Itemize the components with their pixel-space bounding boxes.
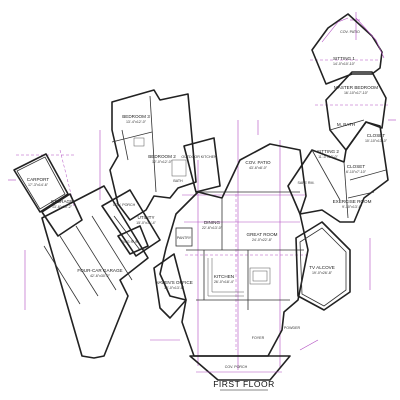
room-size-carport: 17'-3"x14'-6" [28, 183, 49, 187]
room-label-closet2: CLOSET [347, 164, 366, 169]
room-label-utility: UTILITY [137, 215, 154, 220]
dimension-lines [8, 12, 396, 370]
room-size-office: 10'-0"x13'-6" [164, 286, 185, 290]
room-label-office: HAVEN'S OFFICE [155, 280, 193, 285]
room-size-closet: 10'-10"x13'-0" [365, 139, 388, 143]
room-size-greatroom: 24'-0"x22'-8" [252, 238, 273, 242]
room-size-bedroom3: 13'-4"x12'-0" [126, 120, 147, 124]
room-size-bedroom2: 12'-0"x12'-0" [152, 160, 173, 164]
left-wing-walls [13, 153, 149, 359]
room-label-exercise: EXERCISE ROOM [333, 199, 372, 204]
room-label-foyer: FOYER [252, 336, 265, 340]
room-size-tvalcove: 19'-0"x26'-8" [312, 271, 333, 275]
room-label-dogrun: DOG RUN [122, 240, 139, 244]
room-size-sitting1: 14'-0"x10'-10" [333, 62, 356, 66]
room-label-sitting1: SITTING 1 [333, 56, 355, 61]
room-label-dining: DINING [204, 220, 221, 225]
room-label-saferm: SAFE RM. [298, 181, 315, 185]
room-label-closet: CLOSET [367, 133, 386, 138]
bedroom-wing-walls [109, 89, 221, 221]
room-label-bedroom3: BEDROOM 3 [122, 114, 150, 119]
room-label-powder: POWDER [284, 326, 301, 330]
room-size-storage: 13'-6"x20'-2" [52, 205, 73, 209]
room-label-tvalcove: TV ALCOVE [309, 265, 335, 270]
room-label-covporch2: COV. PORCH [225, 365, 248, 369]
center-core-walls [153, 143, 309, 381]
room-label-covpatio: COV. PATIO [245, 160, 271, 165]
room-label-covporch: COV. PORCH [113, 203, 136, 207]
room-label-greatroom: GREAT ROOM [247, 232, 278, 237]
room-size-exercise: 9'-10"x13'-0" [342, 205, 363, 209]
tv-alcove-walls [295, 221, 351, 311]
utility-walls [101, 189, 161, 257]
room-label-storage: STORAGE [51, 199, 73, 204]
room-label-pantry: PANTRY [177, 236, 192, 240]
room-labels: CARPORT 17'-3"x14'-6" STORAGE 13'-6"x20'… [27, 30, 388, 369]
plan-title: FIRST FLOOR [213, 379, 275, 389]
room-label-bath: BATH [173, 179, 183, 183]
room-size-sitting2: 11'-0"x13'-0" [318, 155, 339, 159]
room-label-outdoorkitchen: OUTDOOR KITCHEN [181, 155, 217, 159]
room-size-masterbedroom: 16'-10"x17'-10" [344, 91, 369, 95]
room-label-covpatio2: COV. PATIO [340, 30, 360, 34]
room-label-carport: CARPORT [27, 177, 50, 182]
room-size-closet2: 6'-10"x7'-10" [346, 170, 367, 174]
room-size-dining: 22'-6"x13'-0" [202, 226, 223, 230]
room-size-garage: 42'-6"x30'-2" [90, 274, 111, 278]
room-label-sitting2: SITTING 2 [317, 149, 339, 154]
room-label-bedroom2: BEDROOM 2 [148, 154, 176, 159]
room-label-kitchen: KITCHEN [214, 274, 234, 279]
master-wing-walls [287, 13, 389, 223]
room-label-garage: FOUR-CAR GARAGE [77, 268, 122, 273]
room-size-kitchen: 26'-0"x18'-4" [214, 280, 235, 284]
room-size-utility: 15'-0"x11'-4" [136, 221, 157, 225]
room-size-covpatio: 43'-6"x8'-0" [249, 166, 268, 170]
room-label-mbath: M. BATH [337, 122, 355, 127]
room-label-masterbedroom: MASTER BEDROOM [334, 85, 378, 90]
